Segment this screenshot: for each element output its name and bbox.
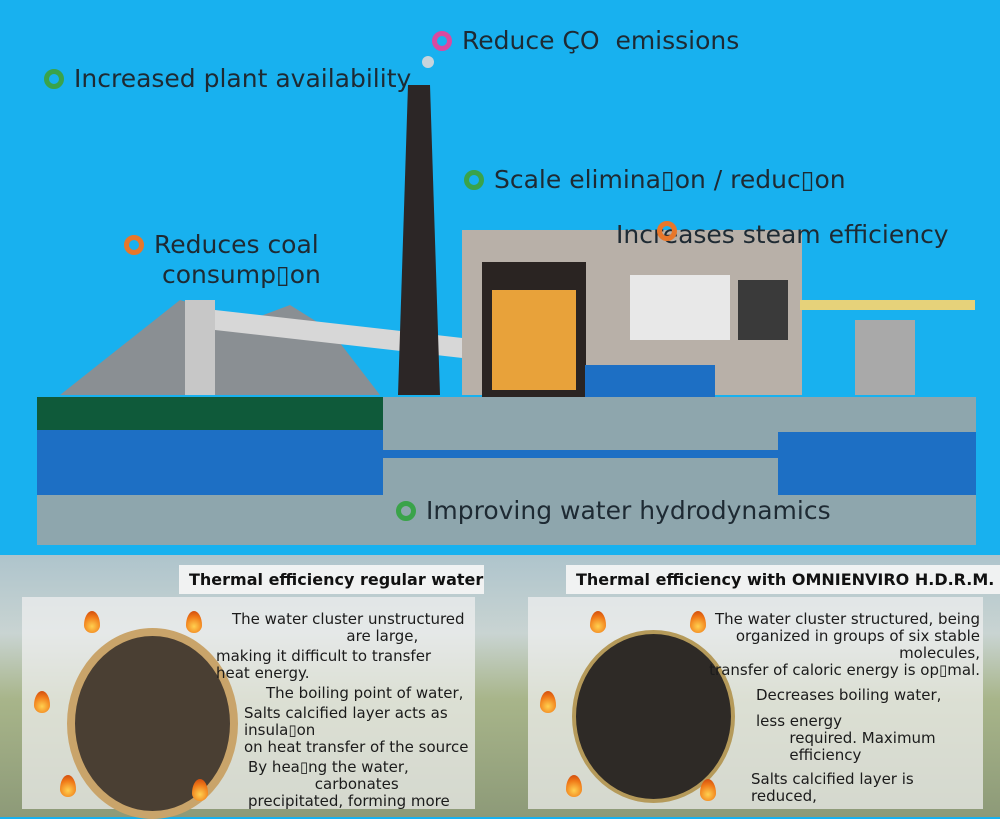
turbine bbox=[630, 275, 730, 340]
hexagon-icon bbox=[124, 235, 144, 255]
text-boiling: The boiling point of water, bbox=[266, 684, 464, 702]
text-less-energy: less energy required. Maximum efficiency bbox=[756, 712, 936, 764]
hexagon-icon bbox=[657, 221, 677, 241]
flame-icon bbox=[590, 611, 606, 633]
pipe-cross-section-scaled bbox=[67, 628, 238, 819]
chimney bbox=[398, 85, 440, 395]
flame-icon bbox=[690, 611, 706, 633]
text-decreases: Decreases boiling water, bbox=[756, 686, 942, 704]
water-band-left bbox=[37, 430, 383, 495]
smoke bbox=[422, 56, 434, 68]
flame-icon bbox=[84, 611, 100, 633]
text-cluster: The water cluster unstructured are large… bbox=[232, 610, 465, 645]
generator bbox=[738, 280, 788, 340]
label-water: Improving water hydrodynamics bbox=[396, 496, 831, 526]
power-plant-diagram: Reduce ÇO emissions Increased plant avai… bbox=[37, 26, 976, 545]
hexagon-icon bbox=[44, 69, 64, 89]
hexagon-icon bbox=[432, 31, 452, 51]
panel-regular-title: Thermal efficiency regular water bbox=[179, 565, 484, 594]
text-salts: Salts calcified layer acts as insula▯on … bbox=[244, 704, 469, 756]
flame-icon bbox=[566, 775, 582, 797]
ground-gray-left bbox=[37, 495, 383, 545]
flame-icon bbox=[186, 611, 202, 633]
flame-icon bbox=[34, 691, 50, 713]
panel-omnienviro-title: Thermal efficiency with OMNIENVIRO H.D.R… bbox=[566, 565, 1000, 594]
label-scale: Scale elimina▯on / reduc▯on bbox=[464, 165, 846, 195]
text-difficult: making it difficult to transfer heat ene… bbox=[216, 647, 432, 682]
water-band-right bbox=[778, 432, 976, 495]
hexagon-icon bbox=[396, 501, 416, 521]
flame-icon bbox=[192, 779, 208, 801]
transformer bbox=[855, 320, 915, 395]
thermal-comparison: Thermal efficiency regular water The wat… bbox=[0, 555, 1000, 819]
label-co2: Reduce ÇO emissions bbox=[432, 26, 739, 56]
plant-illustration bbox=[37, 56, 976, 545]
boiler-fire bbox=[492, 290, 576, 390]
label-availability: Increased plant availability bbox=[44, 64, 411, 94]
water-pipe bbox=[383, 450, 778, 458]
flame-icon bbox=[700, 779, 716, 801]
flame-icon bbox=[60, 775, 76, 797]
ground-green bbox=[37, 397, 383, 430]
power-line bbox=[800, 300, 975, 310]
flame-icon bbox=[540, 691, 556, 713]
conveyor-tower bbox=[185, 300, 215, 395]
text-salts-reduced: Salts calcified layer is reduced, bbox=[751, 770, 914, 805]
text-structured: The water cluster structured, being orga… bbox=[709, 610, 980, 679]
condenser bbox=[585, 365, 715, 400]
hexagon-icon bbox=[464, 170, 484, 190]
pipe-cross-section-clean bbox=[572, 630, 735, 803]
text-heating: By hea▯ng the water, carbonates precipit… bbox=[248, 758, 450, 810]
